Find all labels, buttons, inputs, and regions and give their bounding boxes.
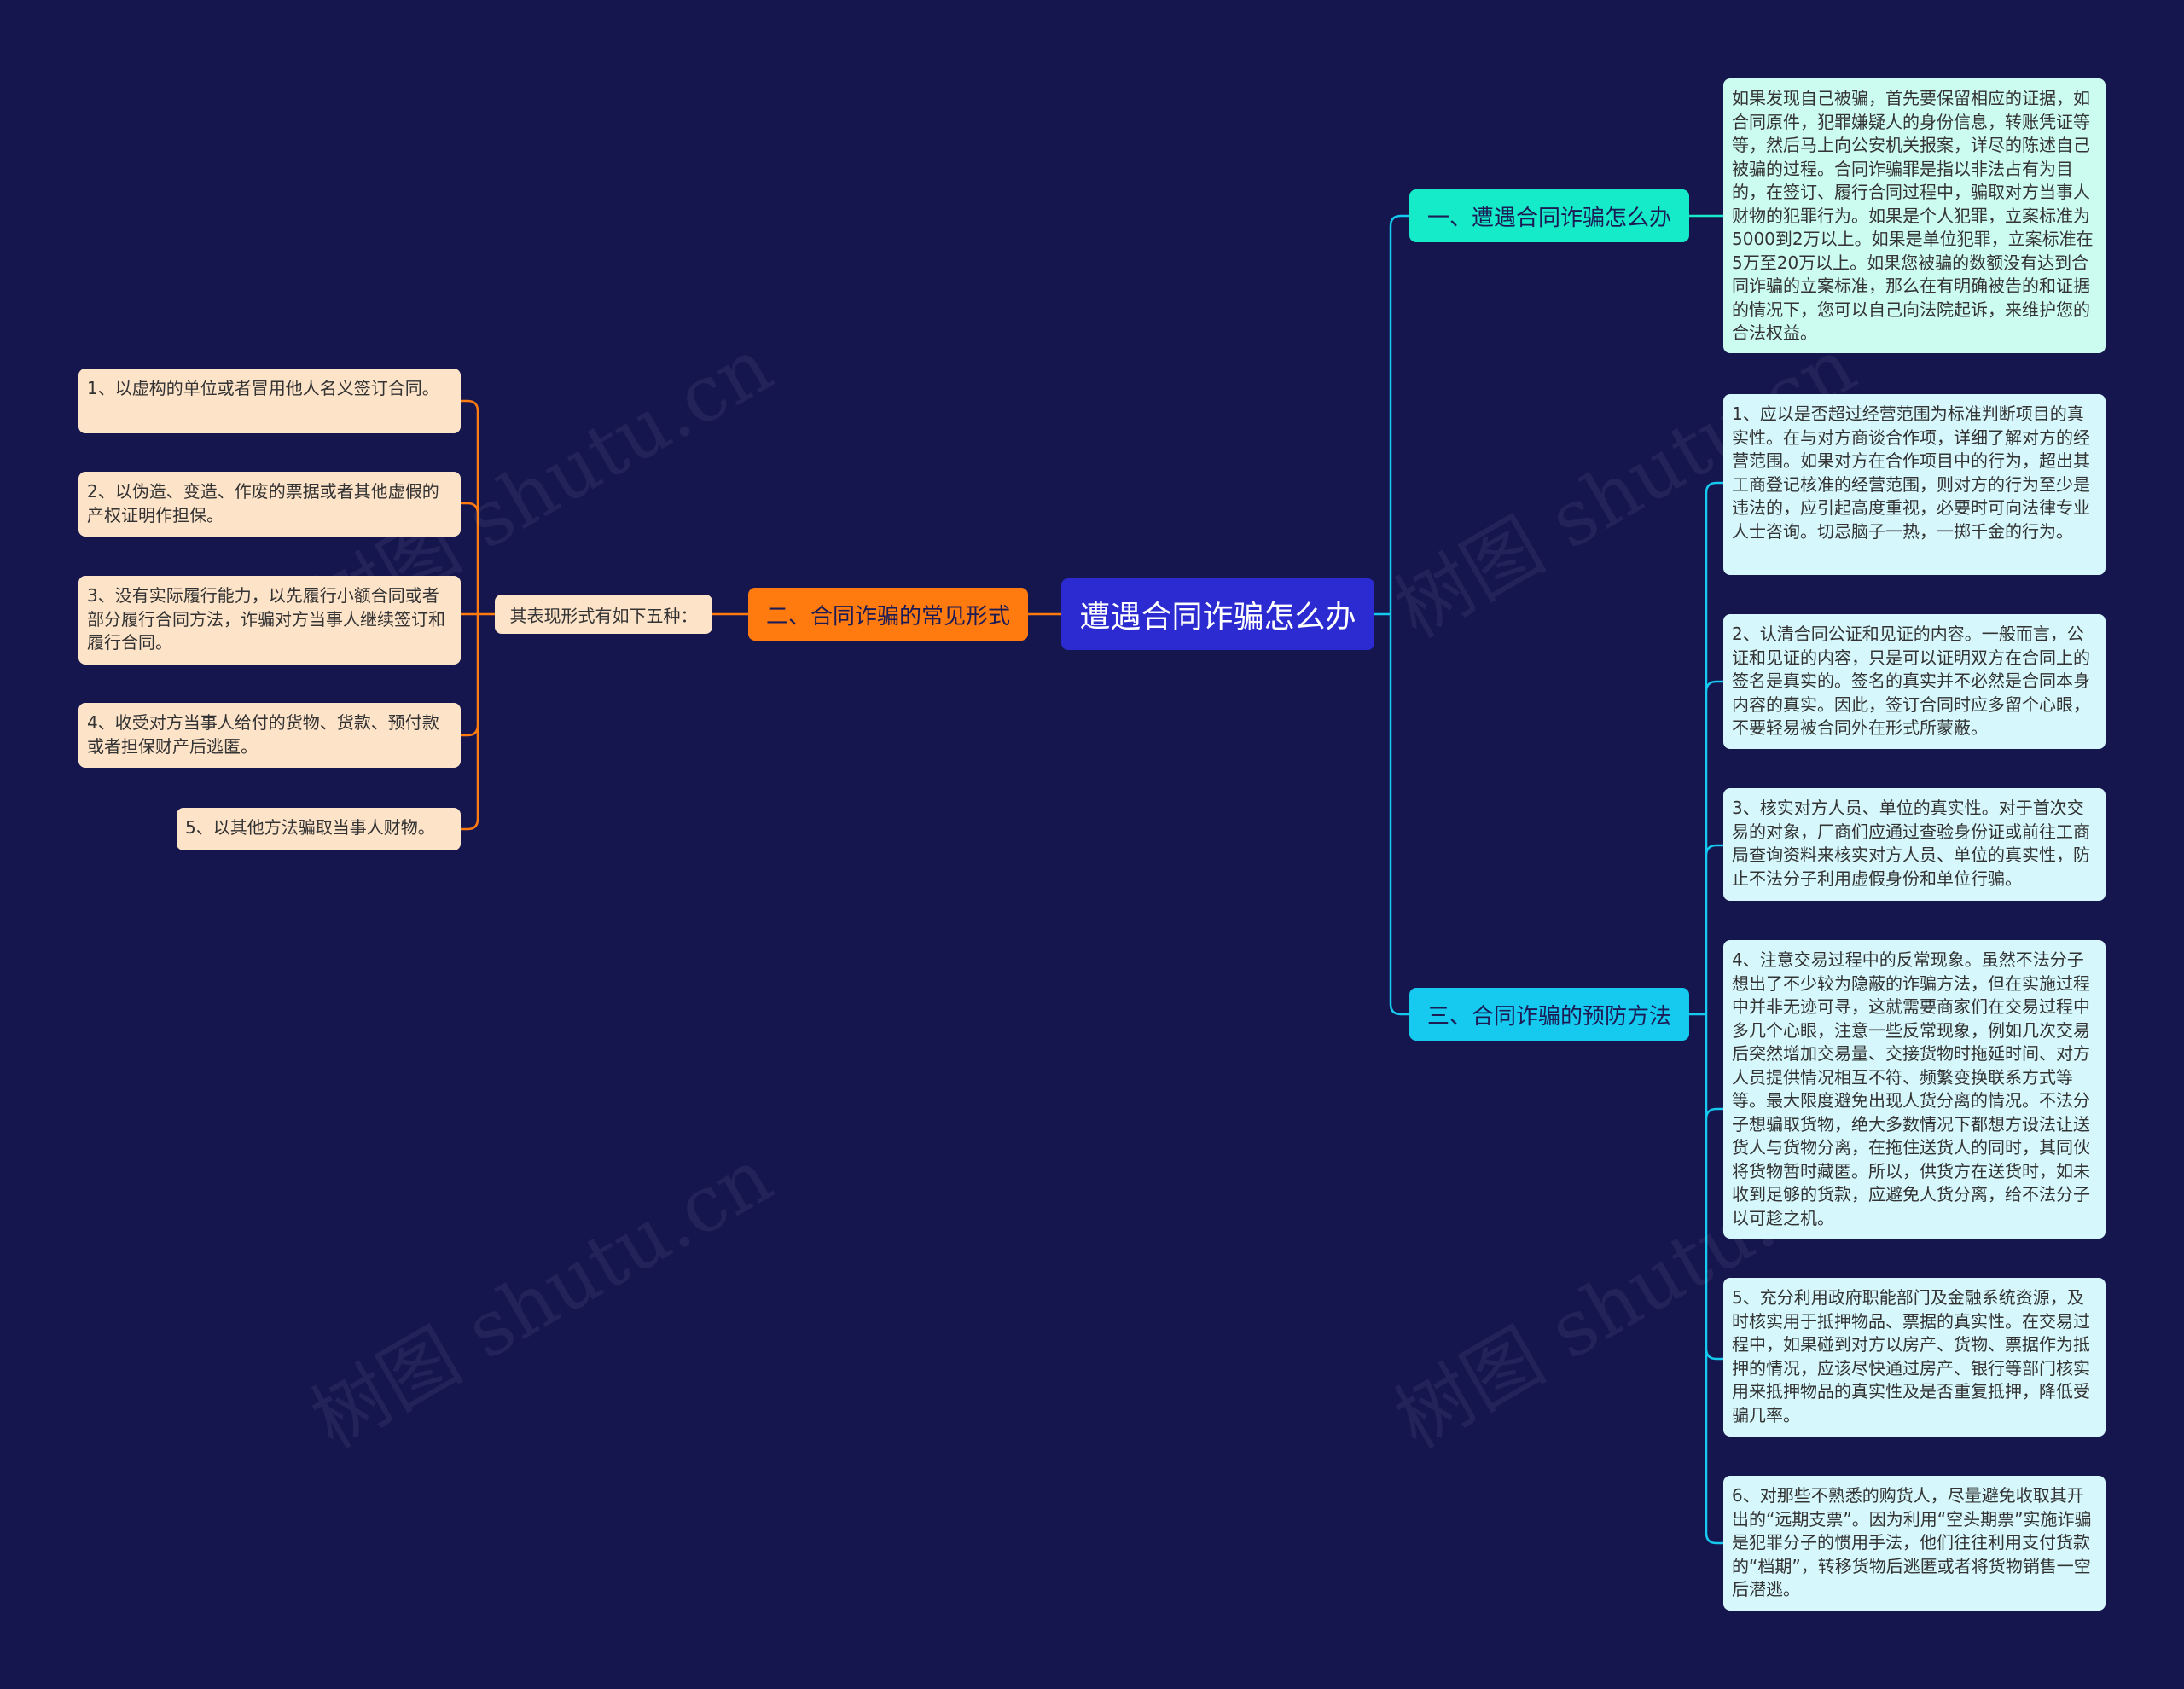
text-what-to-do[interactable]: 如果发现自己被骗，首先要保留相应的证据，如合同原件，犯罪嫌疑人的身份信息，转账凭… [1723, 78, 2106, 353]
branch-what-to-do[interactable]: 一、遭遇合同诈骗怎么办 [1409, 189, 1689, 242]
list-item[interactable]: 5、充分利用政府职能部门及金融系统资源，及时核实用于抵押物品、票据的真实性。在交… [1723, 1278, 2106, 1437]
list-item[interactable]: 3、没有实际履行能力，以先履行小额合同或者部分履行合同方法，诈骗对方当事人继续签… [78, 576, 461, 665]
branch-prevention[interactable]: 三、合同诈骗的预防方法 [1409, 988, 1689, 1041]
list-item[interactable]: 6、对那些不熟悉的购货人，尽量避免收取其开出的“远期支票”。因为利用“空头期票”… [1723, 1476, 2106, 1611]
list-item[interactable]: 2、认清合同公证和见证的内容。一般而言，公证和见证的内容，只是可以证明双方在合同… [1723, 614, 2106, 749]
list-item[interactable]: 4、收受对方当事人给付的货物、货款、预付款或者担保财产后逃匿。 [78, 703, 461, 768]
root-node[interactable]: 遭遇合同诈骗怎么办 [1061, 578, 1374, 650]
list-item[interactable]: 5、以其他方法骗取当事人财物。 [177, 808, 461, 850]
link-branch3-items [1689, 481, 1723, 1545]
list-item[interactable]: 1、以虚构的单位或者冒用他人名义签订合同。 [78, 369, 461, 433]
link-connector-leaves [461, 399, 495, 831]
connector-five-forms[interactable]: 其表现形式有如下五种： [495, 595, 712, 634]
link-root-right [1374, 214, 1409, 1016]
list-item[interactable]: 4、注意交易过程中的反常现象。虽然不法分子想出了不少较为隐蔽的诈骗方法，但在实施… [1723, 940, 2106, 1239]
branch-common-forms[interactable]: 二、合同诈骗的常见形式 [748, 588, 1028, 641]
list-item[interactable]: 2、以伪造、变造、作废的票据或者其他虚假的产权证明作担保。 [78, 472, 461, 537]
list-item[interactable]: 1、应以是否超过经营范围为标准判断项目的真实性。在与对方商谈合作项，详细了解对方… [1723, 394, 2106, 575]
list-item[interactable]: 3、核实对方人员、单位的真实性。对于首次交易的对象，厂商们应通过查验身份证或前往… [1723, 788, 2106, 901]
